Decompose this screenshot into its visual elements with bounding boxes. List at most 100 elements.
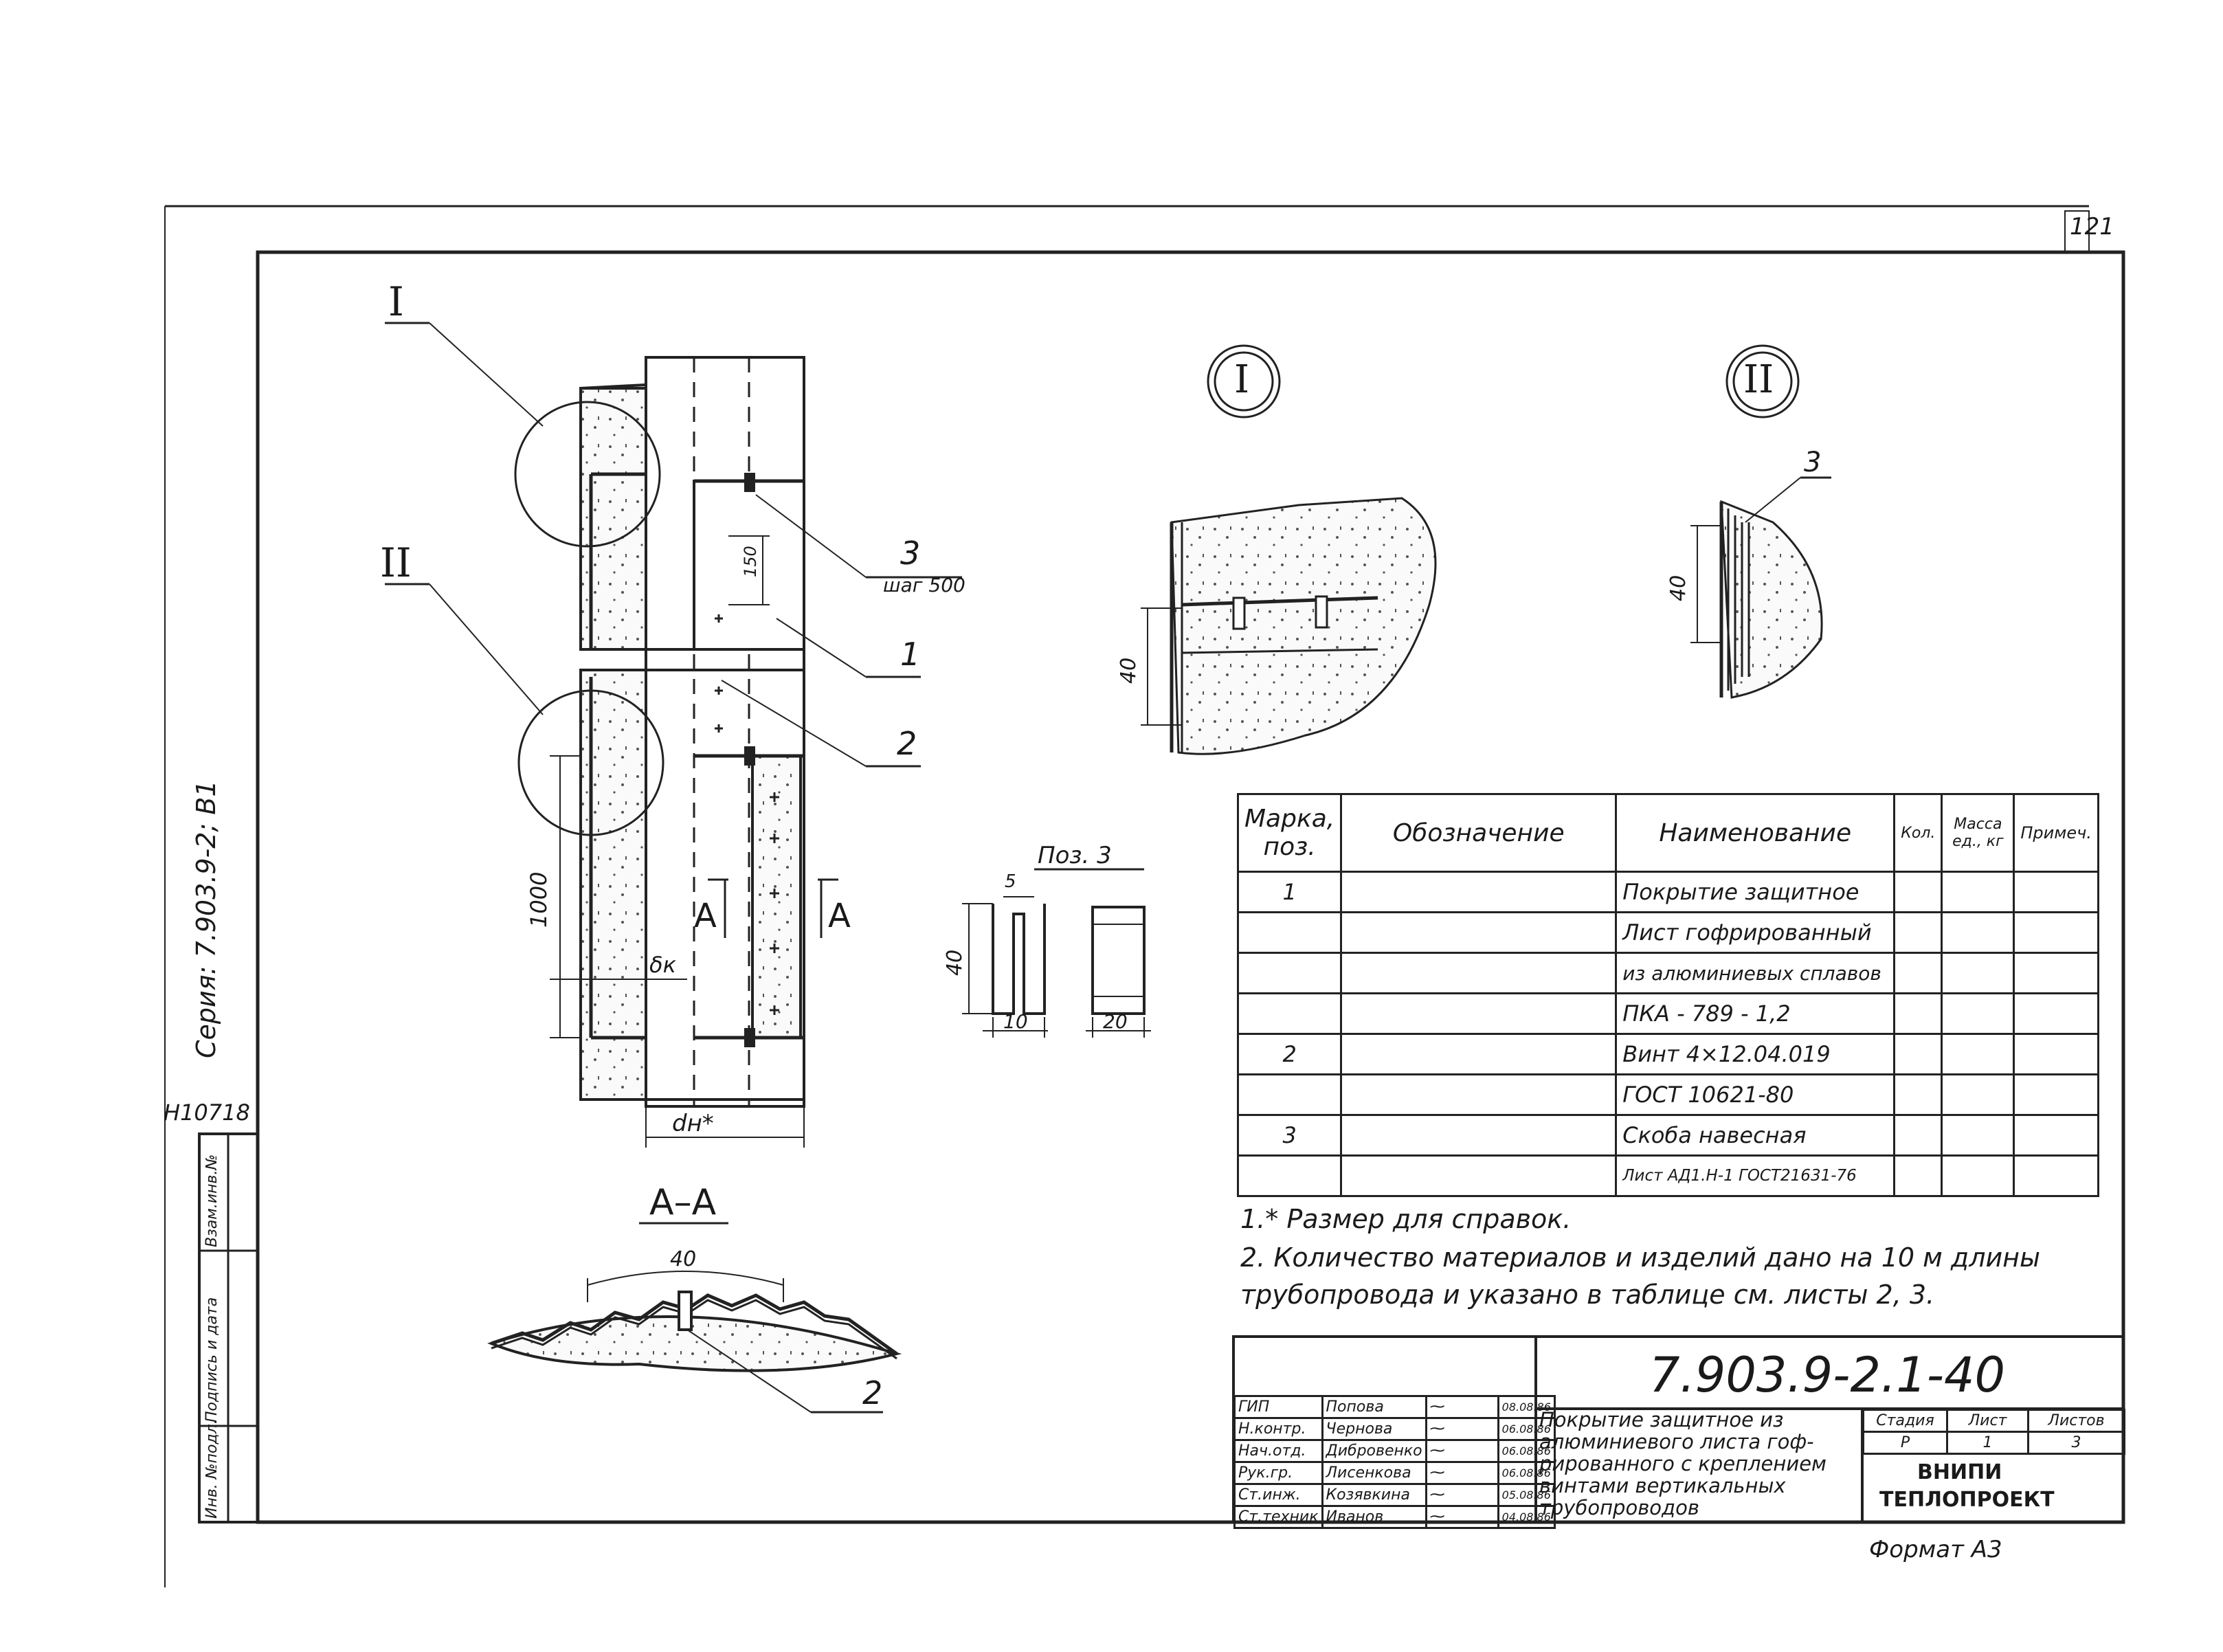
table-row: из алюминиевых сплавов: [1236, 952, 2099, 994]
cell: [2013, 1033, 2099, 1075]
cell: [1340, 871, 1618, 913]
person: Чернова: [1321, 1417, 1427, 1441]
pos-2-label: 2: [897, 725, 917, 762]
person: Лисенкова: [1321, 1461, 1427, 1485]
cell: [1340, 1073, 1618, 1116]
date: 06.08.86: [1497, 1461, 1556, 1485]
signature: ⁓: [1425, 1505, 1499, 1529]
poz3-dim-10: 10: [1003, 1010, 1028, 1033]
cell: [1893, 1114, 1943, 1157]
section-mark-right: A: [828, 897, 851, 935]
spec-col-name: Наименование: [1615, 793, 1896, 873]
cell: [1893, 992, 1943, 1035]
section-pos-2: 2: [862, 1374, 883, 1411]
date: 04.08.86: [1497, 1505, 1556, 1529]
document-code: 7.903.9-2.1-40: [1649, 1347, 2006, 1403]
cell: [1893, 1154, 1943, 1197]
stamp-inv-podl: Инв. №подл.: [203, 1419, 221, 1519]
cell: [1236, 1073, 1343, 1116]
table-row: Лист АД1.Н-1 ГОСТ21631-76: [1236, 1154, 2099, 1197]
person: Дибровенко: [1321, 1439, 1427, 1463]
cell: [1941, 992, 2015, 1035]
detail-ii-pos: 3: [1804, 447, 1822, 478]
role: Нач.отд.: [1233, 1439, 1323, 1463]
note-3: трубопровода и указано в таблице см. лис…: [1240, 1280, 1935, 1310]
stage-header: Стадия: [1862, 1409, 1948, 1433]
detail-ii: [1690, 344, 1831, 699]
signature-row: Рук.гр.Лисенкова⁓06.08.86: [1233, 1461, 1556, 1485]
cell: 3: [1236, 1114, 1343, 1157]
spec-col-mark: Марка, поз.: [1236, 793, 1343, 873]
role: Ст.инж.: [1233, 1483, 1323, 1507]
signature: ⁓: [1425, 1395, 1499, 1419]
cell: [2013, 1073, 2099, 1116]
signature: ⁓: [1425, 1483, 1499, 1507]
sheet-value: 1: [1946, 1431, 2029, 1455]
sheet-frame: [164, 205, 2125, 1587]
cell: [2013, 911, 2099, 954]
pos-3-label: 3: [900, 535, 921, 572]
person: Козявкина: [1321, 1483, 1427, 1507]
cell: Скоба навесная: [1615, 1114, 1896, 1157]
cell: [1893, 911, 1943, 954]
signature-row: Н.контр.Чернова⁓06.08.86: [1233, 1417, 1556, 1441]
spec-col-note: Примеч.: [2013, 793, 2099, 873]
cell: [1236, 952, 1343, 994]
callout-i-label: I: [388, 278, 404, 325]
cell: [1340, 992, 1618, 1035]
document-name-line: рированного с креплением: [1539, 1452, 1827, 1475]
person: Иванов: [1321, 1505, 1427, 1529]
cell: [1941, 871, 2015, 913]
cell: [2013, 871, 2099, 913]
sheet-number: 121: [2070, 213, 2114, 241]
poz3-dim-5: 5: [1005, 871, 1016, 892]
cell: 2: [1236, 1033, 1343, 1075]
pipe-elevation: [385, 322, 962, 1148]
dim-dn: dн*: [672, 1110, 714, 1137]
cell: [1340, 1114, 1618, 1157]
cell: [2013, 1154, 2099, 1197]
cell: [1236, 992, 1343, 1035]
cell: [1893, 1033, 1943, 1075]
cell: [1941, 1114, 2015, 1157]
note-1: 1.* Размер для справок.: [1240, 1204, 1572, 1234]
detail-ii-dim: 40: [1666, 574, 1690, 601]
series-label: Серия: 7.903.9-2; В1: [191, 780, 221, 1058]
section-title: A–A: [649, 1182, 717, 1223]
date: 06.08.86: [1497, 1439, 1556, 1463]
poz-3-bracket: [962, 868, 1151, 1038]
cell: [1941, 1154, 2015, 1197]
cell: Лист гофрированный: [1615, 911, 1896, 954]
note-2: 2. Количество материалов и изделий дано …: [1240, 1242, 2041, 1273]
dim-dk: δк: [649, 952, 676, 978]
cell: [2013, 992, 2099, 1035]
detail-i: [1141, 344, 1437, 755]
signature-row: Ст.инж.Козявкина⁓05.08.86: [1233, 1483, 1556, 1507]
cell: [1340, 952, 1618, 994]
document-name-line: алюминиевого листа гоф-: [1539, 1430, 1814, 1453]
person: Попова: [1321, 1395, 1427, 1419]
cell: 1: [1236, 871, 1343, 913]
cell: ГОСТ 10621-80: [1615, 1073, 1896, 1116]
cell: Лист АД1.Н-1 ГОСТ21631-76: [1615, 1154, 1896, 1197]
sheet-header: Лист: [1946, 1409, 2029, 1433]
cell: [1236, 911, 1343, 954]
sheets-header: Листов: [2027, 1409, 2125, 1433]
document-name-line: трубопроводов: [1539, 1496, 1699, 1519]
cell: [1941, 911, 2015, 954]
detail-ii-title: II: [1743, 357, 1774, 402]
spec-col-designation: Обозначение: [1340, 793, 1618, 873]
role: Ст.техник: [1233, 1505, 1323, 1529]
stamp-vzam-inv: Взам.инв.№: [203, 1154, 221, 1247]
section-a-a: [487, 1222, 902, 1414]
poz3-title: Поз. 3: [1038, 842, 1112, 869]
signature: ⁓: [1425, 1439, 1499, 1463]
org-name-line1: ВНИПИ: [1917, 1460, 2002, 1484]
detail-i-dim: 40: [1117, 657, 1141, 684]
cell: [1941, 952, 2015, 994]
